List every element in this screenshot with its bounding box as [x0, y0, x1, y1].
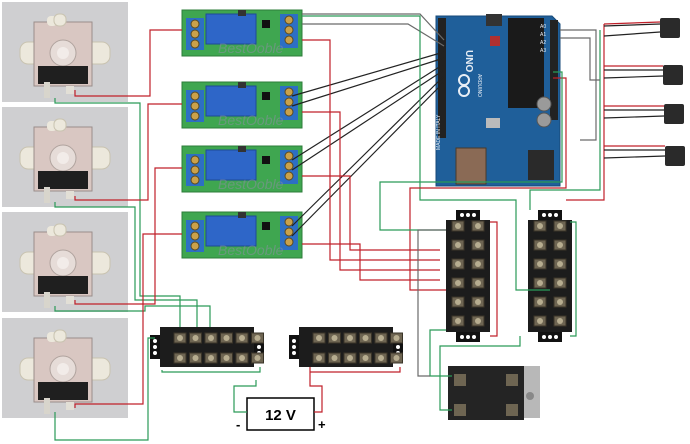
- terminal-block-horizontal-right: [289, 327, 403, 367]
- terminal-screw: [343, 352, 357, 364]
- terminal-screw: [204, 352, 218, 364]
- power-supply-12v: 12 V - +: [236, 397, 326, 432]
- terminal-screw: [451, 296, 465, 308]
- valve-3: [1, 211, 129, 313]
- temperature-sensor-4: [665, 146, 685, 166]
- solid-state-relay: [448, 366, 540, 420]
- terminal-screw: [220, 332, 233, 344]
- terminal-screw: [471, 296, 485, 308]
- power-positive-label: +: [318, 417, 326, 432]
- pin-label: A0: [540, 24, 546, 30]
- terminal-screw: [553, 239, 567, 251]
- terminal-screw: [451, 277, 465, 289]
- relay-module-4: BestOoble: [181, 211, 303, 259]
- terminal-screw: [553, 315, 567, 327]
- arduino-model-label: UNO: [463, 50, 474, 72]
- terminal-screw: [220, 352, 233, 364]
- arduino-logo: [458, 74, 470, 97]
- terminal-screw: [471, 258, 485, 270]
- terminal-screw: [533, 277, 547, 289]
- wire-psu-positive: [309, 367, 323, 413]
- temperature-sensor-1: [660, 18, 680, 38]
- wire-psu-negative: [233, 380, 257, 413]
- temperature-sensor-2: [663, 65, 683, 85]
- pin-label: A3: [540, 48, 546, 54]
- terminal-screw: [390, 332, 403, 344]
- terminal-screw: [533, 315, 547, 327]
- terminal-screw: [533, 239, 547, 251]
- terminal-screw: [533, 220, 547, 232]
- terminal-screw: [343, 332, 357, 344]
- temperature-sensor-3: [664, 104, 684, 124]
- terminal-screw: [359, 332, 372, 344]
- terminal-screw: [359, 352, 372, 364]
- terminal-screw: [471, 277, 485, 289]
- terminal-screw: [451, 220, 465, 232]
- terminal-screw: [235, 352, 249, 364]
- relay-watermark: BestOoble: [218, 176, 284, 192]
- terminal-screw: [173, 352, 187, 364]
- terminal-screw: [390, 352, 403, 364]
- terminal-block-vertical-left: [446, 210, 490, 342]
- terminal-screw: [251, 352, 264, 364]
- relay-watermark: BestOoble: [218, 40, 284, 56]
- relay-watermark: BestOoble: [218, 112, 284, 128]
- terminal-screw: [374, 352, 388, 364]
- terminal-screw: [471, 239, 485, 251]
- terminal-screw: [553, 258, 567, 270]
- terminal-screw: [328, 352, 341, 364]
- arduino-uno: UNO ARDUINO MADE IN ITALY: [435, 14, 561, 187]
- relay-module-1: BestOoble: [181, 9, 303, 57]
- terminal-screw: [328, 332, 341, 344]
- terminal-screw: [533, 296, 547, 308]
- terminal-screw: [471, 315, 485, 327]
- terminal-screw: [451, 315, 465, 327]
- arduino-analog-pins: A0 A1 A2 A3: [540, 24, 546, 54]
- terminal-screw: [189, 332, 202, 344]
- pin-label: A2: [540, 40, 546, 46]
- terminal-screw: [312, 352, 326, 364]
- valve-4: [1, 317, 129, 419]
- power-negative-label: -: [236, 417, 240, 432]
- terminal-screw: [189, 352, 202, 364]
- wires: [54, 13, 666, 441]
- relay-module-3: BestOoble: [181, 145, 303, 193]
- terminal-screw: [553, 277, 567, 289]
- terminal-screw: [173, 332, 187, 344]
- arduino-brand-label: ARDUINO: [476, 74, 482, 97]
- terminal-block-vertical-right: [528, 210, 572, 342]
- terminal-screw: [533, 258, 547, 270]
- terminal-screw: [553, 296, 567, 308]
- terminal-block-horizontal-left: [150, 327, 264, 367]
- terminal-screw: [204, 332, 218, 344]
- valve-1: [1, 1, 129, 103]
- terminal-screw: [251, 332, 264, 344]
- relay-watermark: BestOoble: [218, 242, 284, 258]
- terminal-screw: [451, 258, 465, 270]
- pin-label: A1: [540, 32, 546, 38]
- terminal-screw: [374, 332, 388, 344]
- terminal-screw: [471, 220, 485, 232]
- relay-module-2: BestOoble: [181, 81, 303, 129]
- terminal-screw: [235, 332, 249, 344]
- valve-2: [1, 106, 129, 208]
- terminal-screw: [451, 239, 465, 251]
- terminal-screw: [553, 220, 567, 232]
- power-supply-label: 12 V: [265, 407, 296, 424]
- terminal-screw: [312, 332, 326, 344]
- arduino-origin-label: MADE IN ITALY: [436, 114, 442, 150]
